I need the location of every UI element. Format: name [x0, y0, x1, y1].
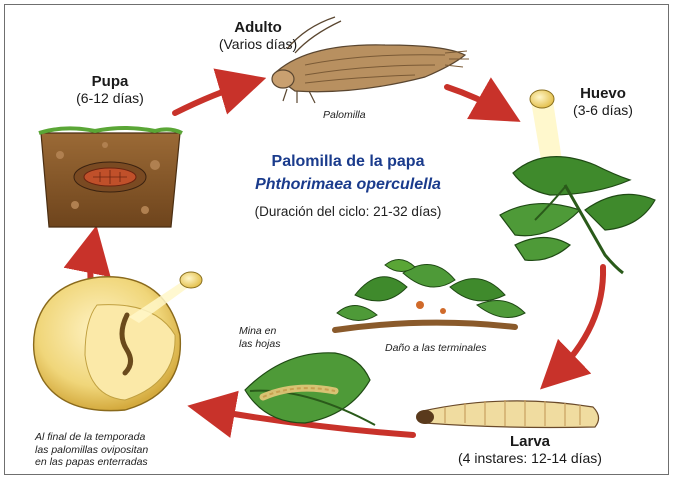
larva-name: Larva — [415, 433, 645, 450]
diagram-frame: Adulto (Varios días) Palomilla Huevo (3-… — [4, 4, 669, 475]
larva-icon — [416, 400, 599, 428]
pupa-in-soil-icon — [39, 128, 182, 227]
diagram-title: Palomilla de la papa — [223, 153, 473, 171]
tuber-icon — [34, 272, 202, 411]
egg-name: Huevo — [553, 85, 653, 102]
tuber-caption-line-3: en las papas enterradas — [35, 456, 148, 469]
terminal-damage-icon — [335, 259, 525, 330]
larva-duration: (4 instares: 12-14 días) — [415, 450, 645, 466]
egg-label: Huevo (3-6 días) — [553, 85, 653, 118]
terminal-damage-caption: Daño a las terminales — [385, 342, 487, 355]
tuber-caption-line-2: las palomillas ovipositan — [35, 444, 148, 457]
adult-duration: (Varios días) — [203, 36, 313, 52]
adult-name: Adulto — [203, 19, 313, 36]
leaf-mine-icon — [245, 353, 375, 425]
arrow-pupa-to-adult — [175, 83, 249, 113]
scientific-name: Phthorimaea operculella — [223, 176, 473, 194]
pupa-duration: (6-12 días) — [50, 90, 170, 106]
pupa-label: Pupa (6-12 días) — [50, 73, 170, 106]
adult-label: Adulto (Varios días) — [203, 19, 313, 52]
leaf-mine-caption-line-1: Mina en — [239, 325, 280, 338]
pupa-name: Pupa — [50, 73, 170, 90]
moth-caption: Palomilla — [323, 109, 366, 122]
larva-label: Larva (4 instares: 12-14 días) — [415, 433, 645, 466]
arrow-adult-to-egg — [447, 87, 505, 113]
egg-duration: (3-6 días) — [553, 102, 653, 118]
tuber-caption-line-1: Al final de la temporada — [35, 431, 148, 444]
cycle-duration: (Duración del ciclo: 21-32 días) — [218, 204, 478, 219]
leaf-mine-caption: Mina en las hojas — [239, 325, 280, 350]
leaf-mine-caption-line-2: las hojas — [239, 338, 280, 351]
tuber-caption: Al final de la temporada las palomillas … — [35, 431, 148, 469]
arrow-egg-to-larva — [553, 267, 603, 377]
